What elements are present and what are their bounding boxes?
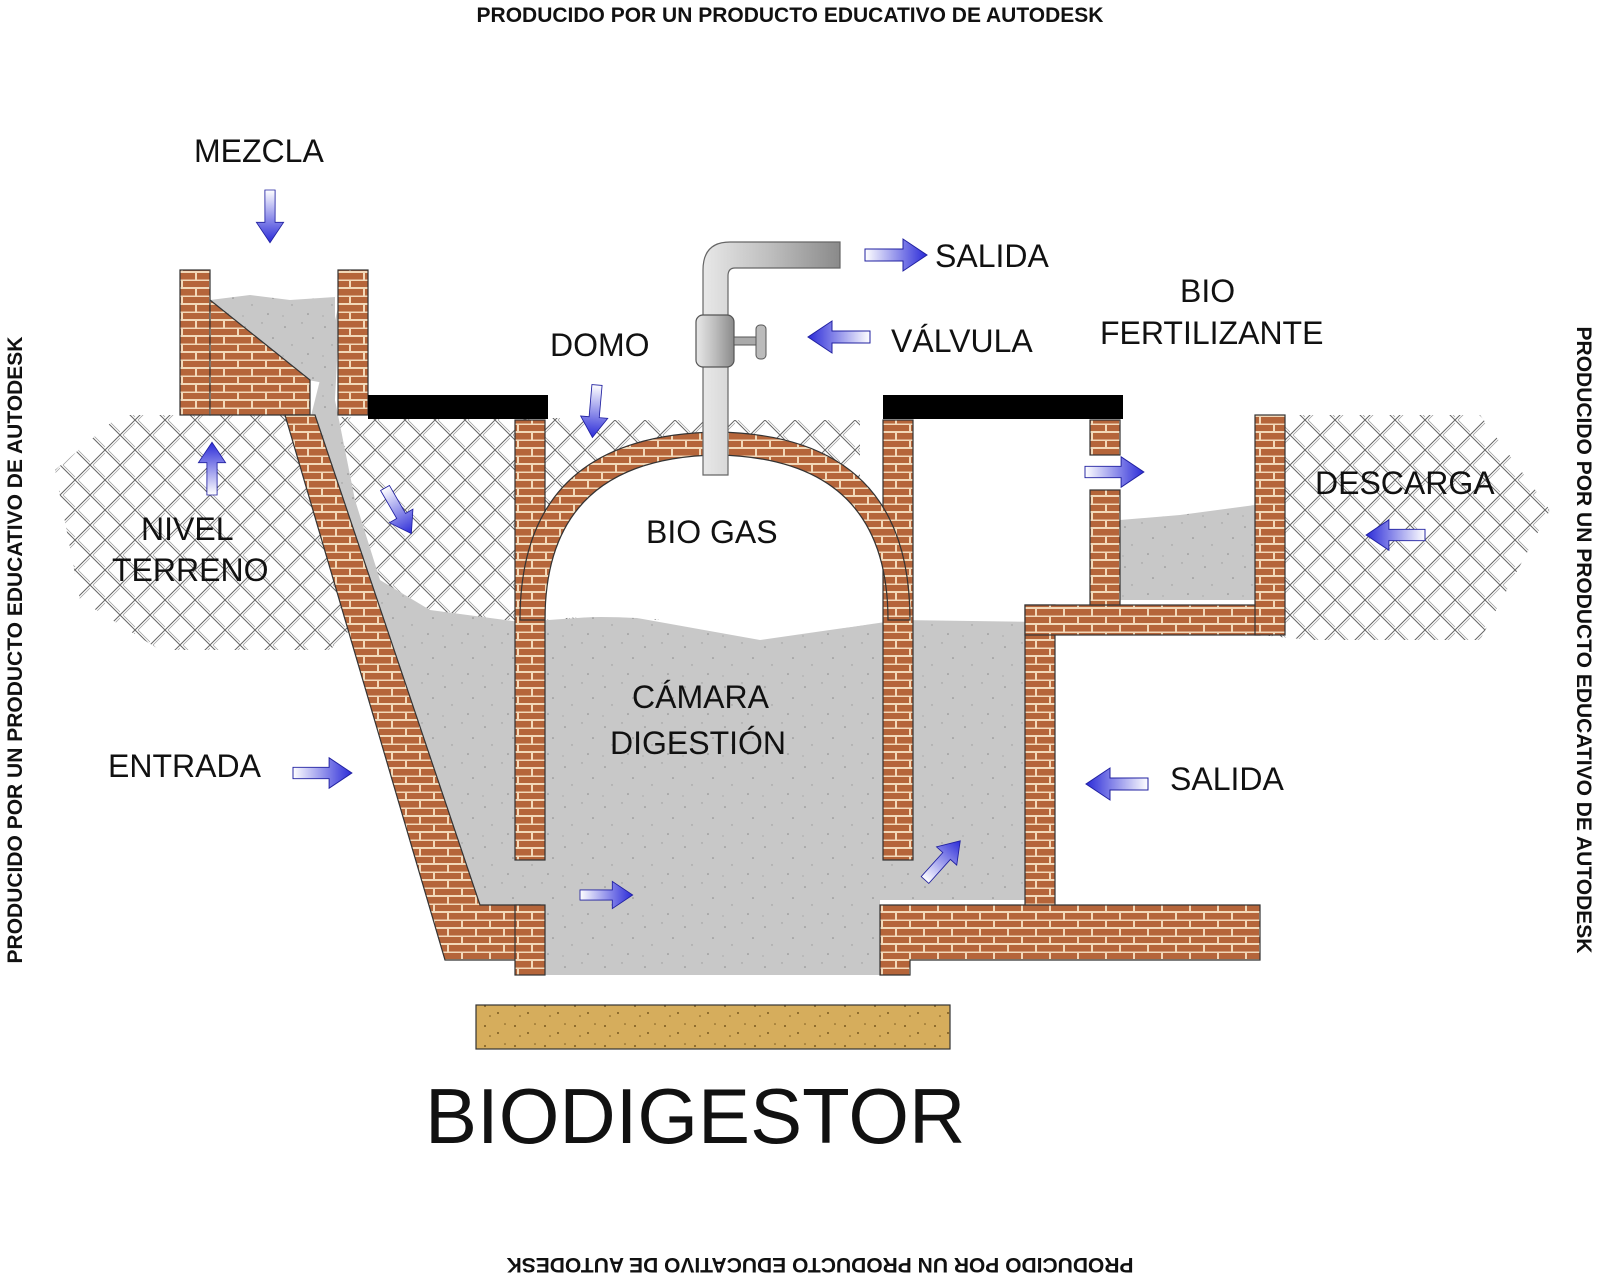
slurry-outlet-tank xyxy=(1120,505,1255,600)
flow-arrow-icon xyxy=(292,757,353,789)
flow-arrow-icon xyxy=(255,189,285,244)
watermark-right: PRODUCIDO POR UN PRODUCTO EDUCATIVO DE A… xyxy=(1572,327,1595,954)
outlet-structure xyxy=(879,414,1286,976)
label-descarga: DESCARGA xyxy=(1315,465,1495,501)
label-salida-gas: SALIDA xyxy=(935,238,1049,274)
label-domo: DOMO xyxy=(550,327,650,363)
flow-arrow-icon xyxy=(1084,456,1145,488)
ground-left xyxy=(55,415,560,650)
label-bio-gas: BIO GAS xyxy=(646,514,778,550)
watermark-bottom: PRODUCIDO POR UN PRODUCTO EDUCATIVO DE A… xyxy=(507,1253,1134,1276)
slab-left xyxy=(368,395,548,419)
watermark-top: PRODUCIDO POR UN PRODUCTO EDUCATIVO DE A… xyxy=(477,4,1104,27)
dome-structure xyxy=(514,419,914,861)
flow-arrow-icon xyxy=(807,320,871,354)
label-terreno: TERRENO xyxy=(112,552,268,588)
label-salida-liquido: SALIDA xyxy=(1170,761,1284,797)
label-valvula: VÁLVULA xyxy=(891,323,1033,359)
flow-arrow-icon xyxy=(864,238,928,272)
label-camara: CÁMARA xyxy=(632,679,770,715)
gas-space xyxy=(540,455,890,632)
slurry-main xyxy=(310,300,1040,975)
label-mezcla: MEZCLA xyxy=(194,133,324,169)
diagram-title: BIODIGESTOR xyxy=(425,1072,965,1160)
inlet-structure xyxy=(179,269,546,976)
label-nivel: NIVEL xyxy=(141,511,233,547)
gas-pipe xyxy=(702,241,841,476)
label-entrada: ENTRADA xyxy=(108,748,262,784)
label-bio: BIO xyxy=(1180,273,1235,309)
label-digestion: DIGESTIÓN xyxy=(610,725,786,761)
slab-right xyxy=(883,395,1123,419)
valve-icon[interactable] xyxy=(695,314,767,368)
watermark-left: PRODUCIDO POR UN PRODUCTO EDUCATIVO DE A… xyxy=(4,337,27,964)
flow-arrow-icon xyxy=(1085,767,1149,801)
label-fertilizante: FERTILIZANTE xyxy=(1100,315,1323,351)
foundation xyxy=(475,1004,951,1050)
slurry-inlet xyxy=(210,295,335,385)
